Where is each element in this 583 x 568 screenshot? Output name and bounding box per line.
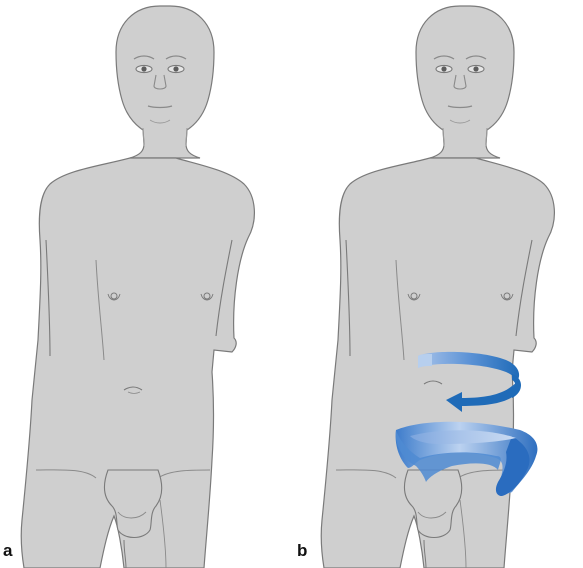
- panel-a-figure: [21, 6, 254, 568]
- panel-b-figure: [321, 6, 554, 568]
- panel-label-b: b: [297, 541, 307, 561]
- panel-label-a: a: [3, 541, 12, 561]
